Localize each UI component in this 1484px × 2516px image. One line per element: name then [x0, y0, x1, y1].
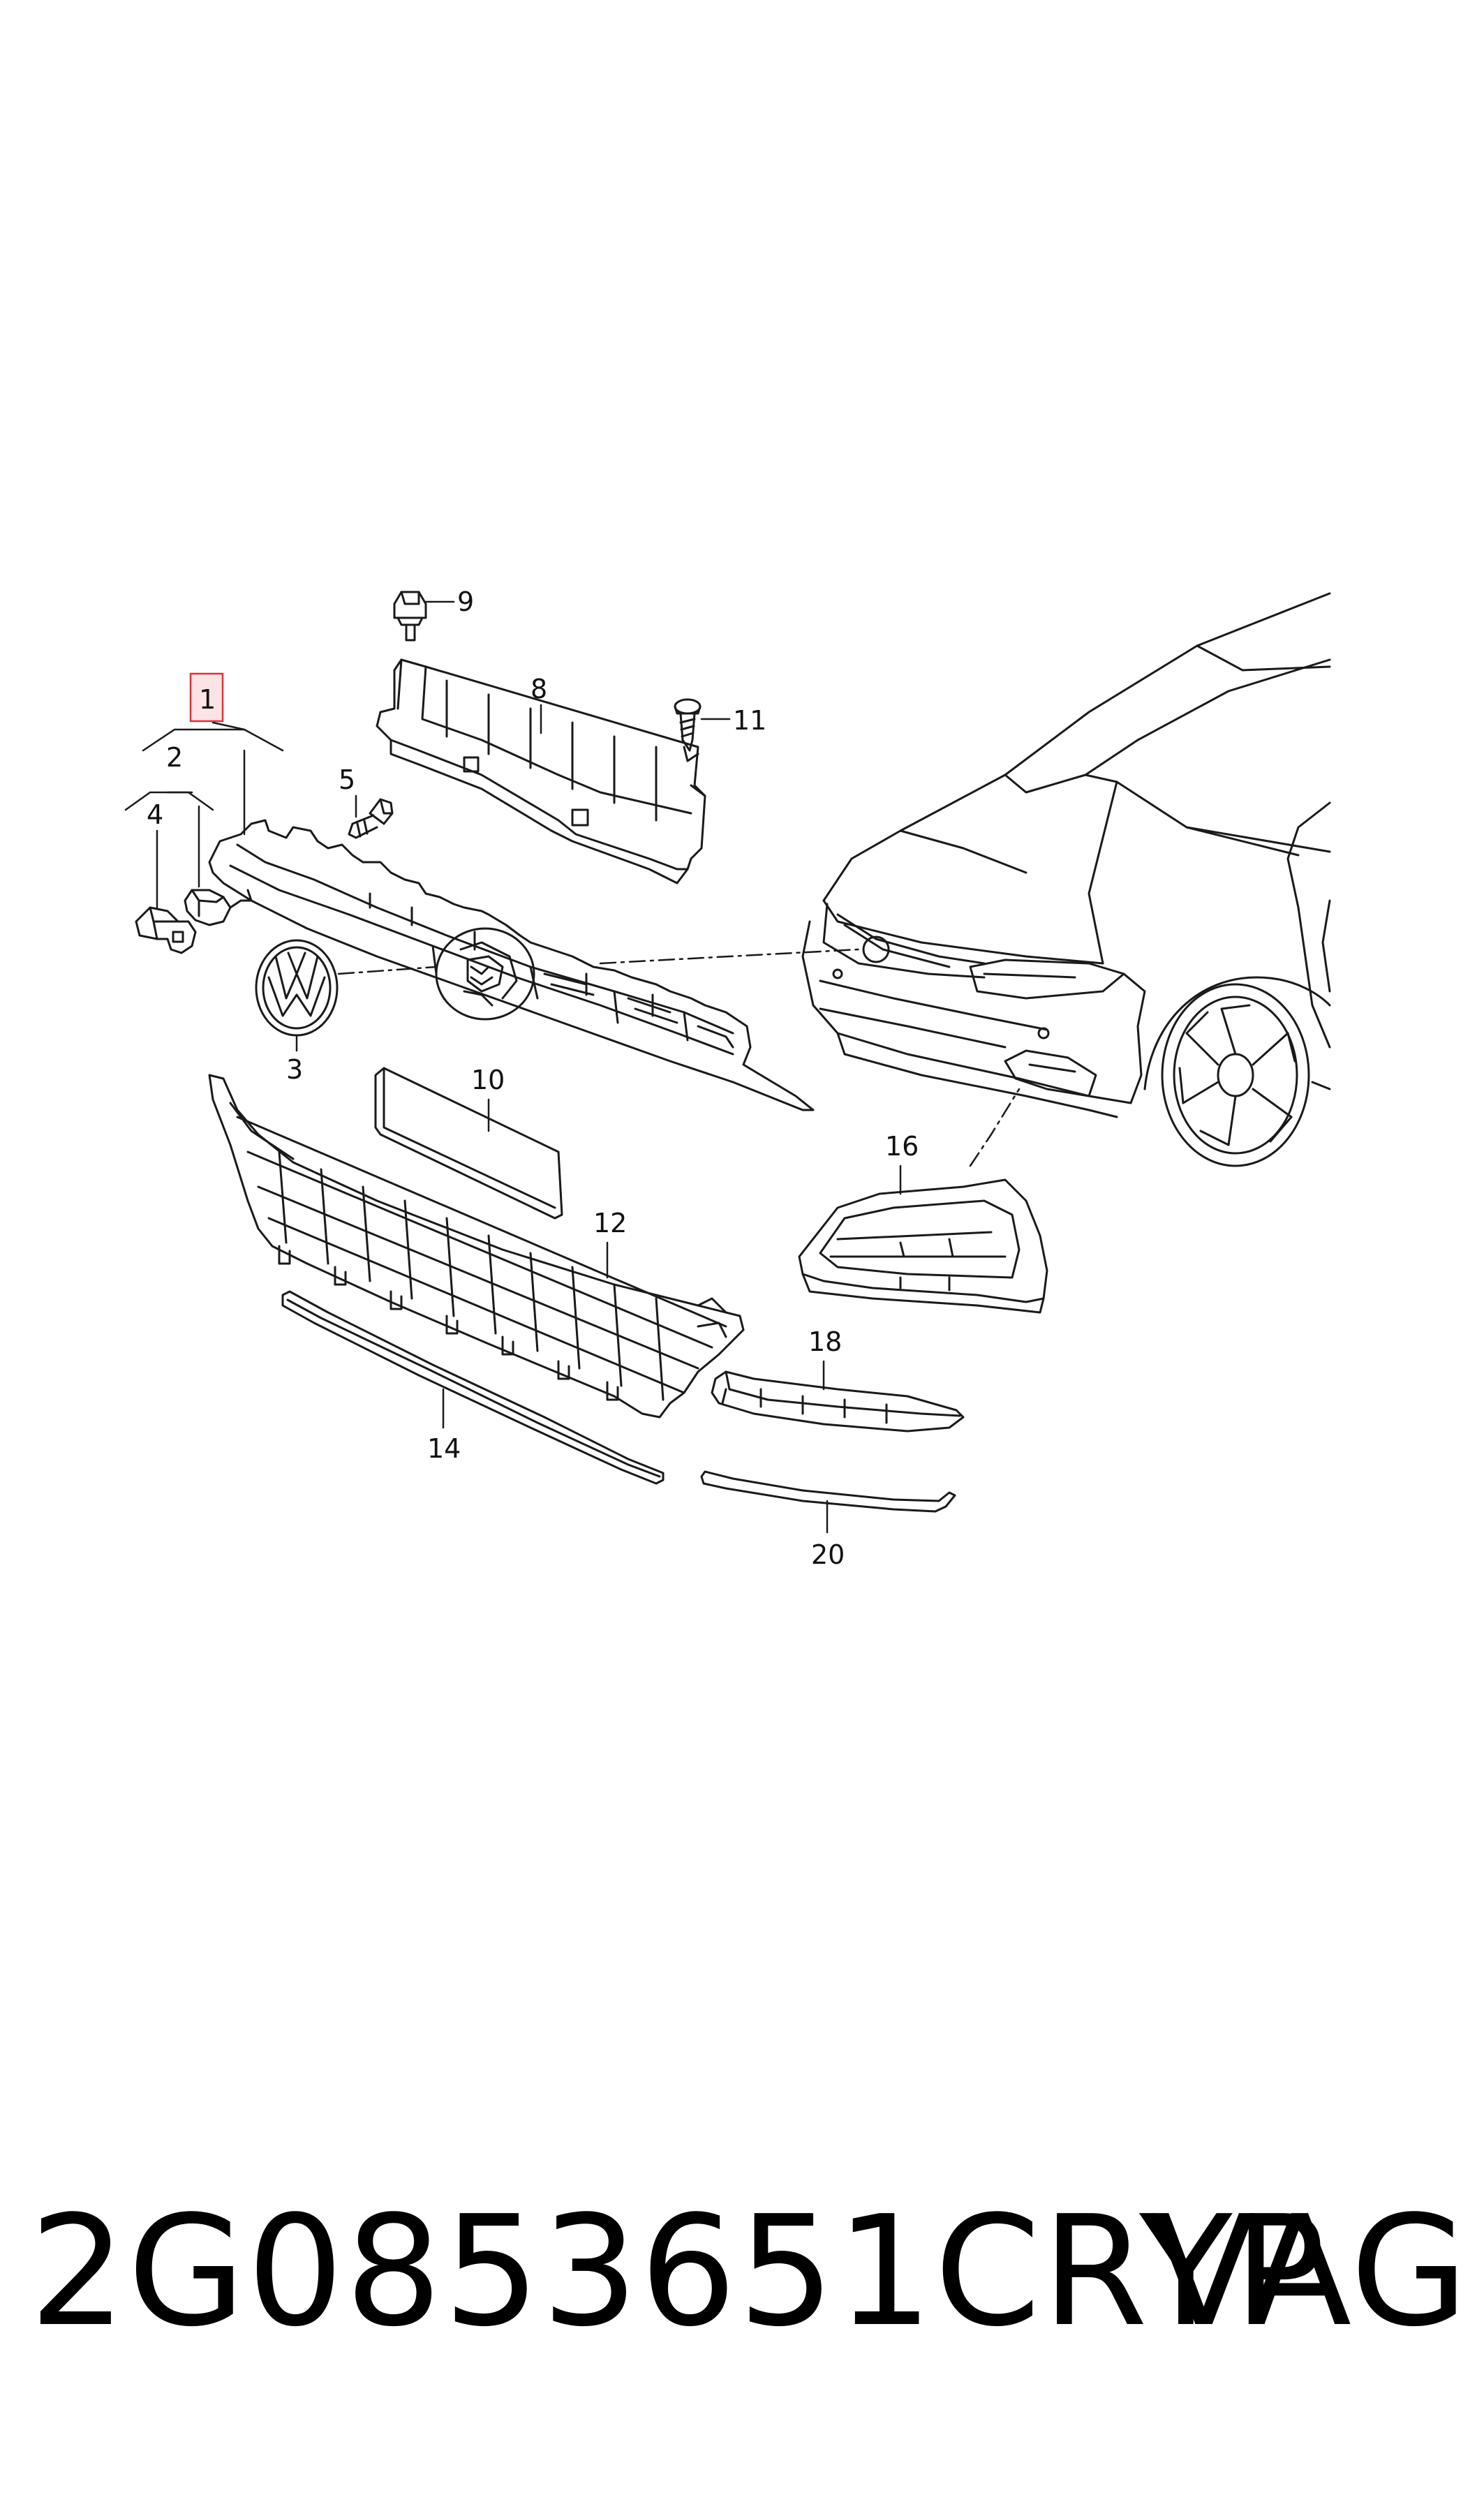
callout-1: 1	[199, 684, 216, 715]
callout-12: 12	[593, 1208, 627, 1238]
callout-5: 5	[339, 764, 355, 795]
dashed-leaders	[337, 948, 1021, 1167]
part-18-trim	[711, 1370, 965, 1433]
callout-8: 8	[530, 674, 547, 704]
part-2-bracket	[184, 889, 253, 926]
part-1-upper-grille	[208, 819, 815, 1111]
callout-4: 4	[147, 799, 163, 830]
callout-9: 9	[457, 586, 474, 617]
car-illustration	[801, 592, 1331, 1167]
footer: 2G0853651CRYP VAG	[0, 2157, 1484, 2388]
callout-labels: 1 2 4 3 5 9 8 11 10 12 16 18 14 20	[147, 586, 919, 1570]
callout-18: 18	[808, 1326, 842, 1357]
callout-16: 16	[885, 1131, 919, 1162]
part-14-trim-strip	[281, 1290, 665, 1485]
callout-11: 11	[733, 705, 766, 736]
callout-20: 20	[811, 1539, 845, 1570]
parts-diagram: 1 2 4 3 5 9 8 11 10 12 16 18 14 20	[124, 586, 1331, 1570]
part-11-screw	[674, 698, 702, 752]
part-10-plate-holder	[374, 1067, 563, 1220]
highlight-box	[189, 672, 224, 723]
brand-name: VAG	[1152, 2184, 1470, 2360]
callout-14: 14	[427, 1433, 461, 1464]
callout-3: 3	[286, 1054, 303, 1085]
part-12-lower-grille	[208, 1074, 745, 1419]
leader-lines	[124, 600, 902, 1534]
part-4-bracket	[135, 906, 197, 954]
part-3-emblem	[255, 939, 339, 1037]
callout-10: 10	[471, 1065, 505, 1095]
part-9-clip	[393, 591, 427, 642]
part-20-strip	[700, 1470, 956, 1513]
callout-2: 2	[166, 742, 183, 773]
part-number: 2G0853651CRYP	[29, 2184, 1327, 2360]
part-8-upper-carrier	[376, 658, 706, 885]
part-5-bolt	[348, 798, 394, 839]
part-16-fog-cover	[798, 1178, 1048, 1314]
